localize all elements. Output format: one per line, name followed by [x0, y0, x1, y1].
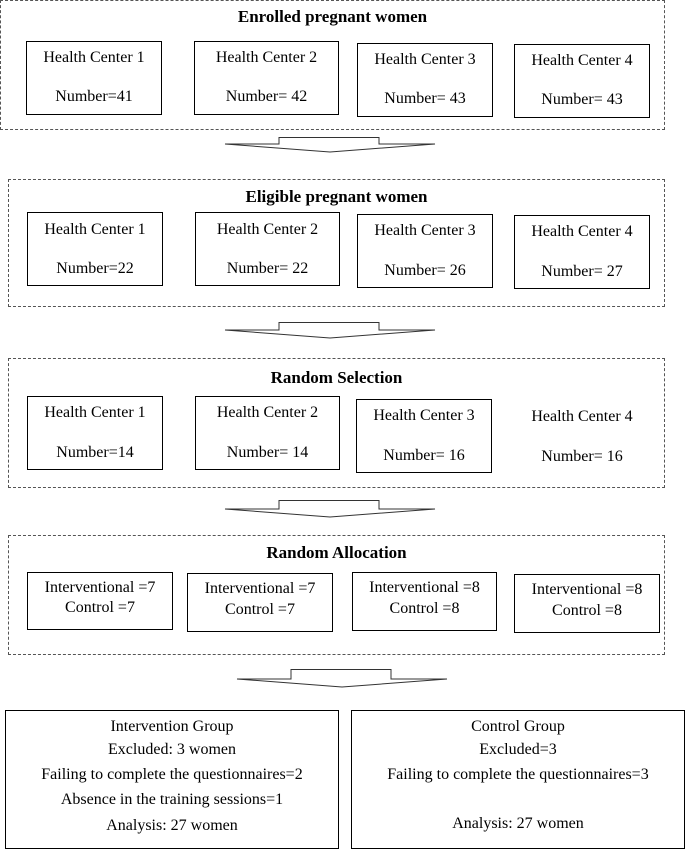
control-count: Control =7 [65, 599, 135, 616]
box-value: Number=41 [55, 88, 133, 105]
box-value: Number= 27 [541, 263, 623, 280]
box-label: Health Center 2 [215, 49, 318, 66]
health-center-1-box: Health Center 1 Number=41 [26, 41, 162, 115]
health-center-1-box: Health Center 1 Number=14 [27, 396, 163, 470]
health-center-2-box: Health Center 2 Number= 22 [195, 212, 340, 286]
box-label: Health Center 3 [374, 51, 476, 68]
box-value: Number= 42 [225, 88, 308, 105]
box-label: Health Center 4 [531, 52, 633, 69]
health-center-3-box: Health Center 3 Number= 26 [357, 214, 493, 288]
control-reason-questionnaires: Failing to complete the questionnaires=3 [387, 766, 649, 783]
stage-eligible: Eligible pregnant women Health Center 1 … [8, 179, 665, 307]
interventional-count: Interventional =7 [44, 579, 156, 596]
allocation-box-1: Interventional =7 Control =7 [27, 572, 173, 630]
box-value: Number= 26 [384, 262, 466, 279]
control-count: Control =8 [389, 600, 460, 617]
stage-title: Random Allocation [266, 543, 407, 562]
health-center-3-box: Health Center 3 Number= 16 [356, 399, 492, 473]
intervention-excluded: Excluded: 3 women [108, 741, 236, 758]
control-group-title: Control Group [471, 718, 565, 735]
allocation-box-3: Interventional =8 Control =8 [352, 572, 497, 631]
intervention-analysis: Analysis: 27 women [106, 817, 238, 834]
down-arrow-3 [224, 500, 436, 518]
box-value: Number=22 [56, 260, 134, 277]
control-count: Control =8 [552, 602, 622, 619]
stage-title: Enrolled pregnant women [237, 7, 428, 26]
intervention-group-box: Intervention Group Excluded: 3 women Fai… [5, 710, 339, 849]
box-label: Health Center 4 [531, 408, 633, 425]
stage-enrolled: Enrolled pregnant women Health Center 1 … [0, 0, 665, 130]
stage-title: Eligible pregnant women [245, 187, 428, 206]
health-center-1-box: Health Center 1 Number=22 [27, 212, 163, 286]
box-label: Health Center 3 [374, 222, 476, 239]
health-center-4-box: Health Center 4 Number= 27 [514, 215, 650, 289]
interventional-count: Interventional =8 [531, 581, 643, 598]
box-value: Number= 43 [541, 91, 623, 108]
stage-title: Random Selection [270, 368, 403, 387]
box-label: Health Center 3 [373, 407, 475, 424]
box-label: Health Center 1 [44, 221, 146, 238]
allocation-box-2: Interventional =7 Control =7 [187, 573, 333, 632]
box-label: Health Center 2 [216, 404, 319, 421]
box-label: Health Center 2 [216, 221, 319, 238]
box-label: Health Center 1 [44, 404, 146, 421]
health-center-2-box: Health Center 2 Number= 42 [194, 41, 339, 115]
down-arrow-1 [224, 137, 436, 153]
health-center-3-box: Health Center 3 Number= 43 [357, 43, 493, 117]
box-value: Number=14 [56, 444, 134, 461]
health-center-4-box: Health Center 4 Number= 43 [514, 44, 650, 118]
box-value: Number= 16 [383, 447, 465, 464]
health-center-2-box: Health Center 2 Number= 14 [195, 396, 340, 470]
allocation-box-4: Interventional =8 Control =8 [514, 574, 660, 633]
box-value: Number= 22 [226, 260, 309, 277]
down-arrow-4 [236, 669, 448, 688]
box-value: Number= 14 [226, 444, 309, 461]
interventional-count: Interventional =7 [204, 580, 316, 597]
control-group-box: Control Group Excluded=3 Failing to comp… [351, 710, 685, 849]
intervention-group-title: Intervention Group [110, 718, 234, 735]
interventional-count: Interventional =8 [369, 579, 480, 596]
box-label: Health Center 4 [531, 223, 633, 240]
control-analysis: Analysis: 27 women [452, 815, 584, 832]
control-excluded: Excluded=3 [479, 741, 557, 758]
down-arrow-2 [224, 322, 436, 339]
stage-random-selection: Random Selection Health Center 1 Number=… [8, 358, 665, 488]
box-value: Number= 43 [384, 90, 466, 107]
box-label: Health Center 1 [43, 49, 145, 66]
intervention-reason-absence: Absence in the training sessions=1 [60, 791, 284, 808]
intervention-reason-questionnaires: Failing to complete the questionnaires=2 [41, 766, 303, 783]
stage-random-allocation: Random Allocation Interventional =7 Cont… [8, 535, 665, 655]
health-center-4-box: Health Center 4 Number= 16 [514, 401, 650, 475]
box-value: Number= 16 [541, 448, 623, 465]
control-count: Control =7 [225, 601, 295, 618]
